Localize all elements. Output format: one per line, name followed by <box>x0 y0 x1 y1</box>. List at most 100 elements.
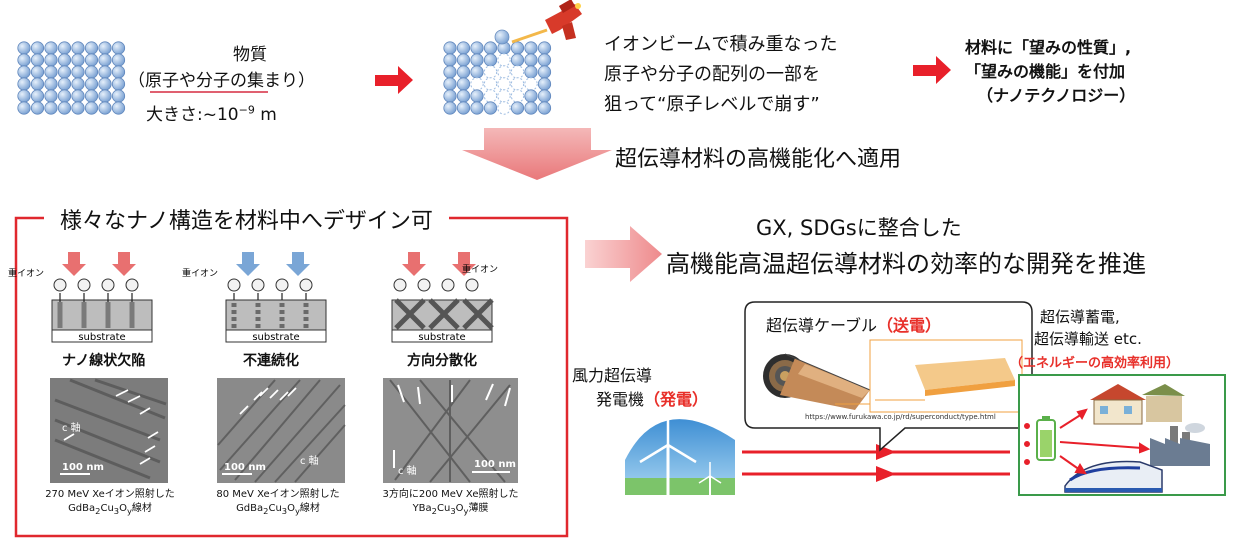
storage-line-2: 超伝導輸送 etc. <box>1034 330 1142 348</box>
atom-icon <box>84 65 99 79</box>
apply-caption: 超伝導材料の高機能化へ適用 <box>615 147 902 172</box>
atom-icon <box>470 101 484 115</box>
atom-icon <box>510 89 525 103</box>
atom-icon <box>510 65 525 79</box>
atom-icon <box>497 65 511 79</box>
ion-icon <box>101 278 115 292</box>
ion-beam-arrow-icon <box>286 252 310 276</box>
substrate-block <box>391 329 493 343</box>
atom-icon <box>98 101 112 115</box>
material-block <box>51 299 153 331</box>
matter-title: 物質 <box>233 45 267 65</box>
substrate-block <box>225 329 327 343</box>
ion-icon <box>227 278 241 292</box>
substrate-label: substrate <box>78 332 125 343</box>
material-block <box>225 299 327 331</box>
atom-icon <box>98 89 112 103</box>
heavy-ion-label: 重イオン <box>8 267 44 279</box>
scale-bar-label: 100 nm <box>62 462 104 473</box>
cable-title: 超伝導ケーブル（送電） <box>766 316 942 335</box>
matter-description: （原子や分子の集まり） <box>128 71 315 91</box>
atom-icon <box>84 101 99 115</box>
atom-icon <box>483 89 498 103</box>
atom-icon <box>537 41 552 55</box>
substrate-block <box>51 329 153 343</box>
atom-icon <box>510 101 525 115</box>
tem-caption: 80 MeV Xeイオン照射した GdBa2Cu3Oy線材 <box>216 489 340 516</box>
atom-icon <box>443 77 457 91</box>
atom-icon <box>456 101 471 115</box>
tem-caption: 3方向に200 MeV Xe照射した YBa2Cu3Oy薄膜 <box>382 489 519 516</box>
ion-beam-arrow-icon <box>452 252 476 276</box>
superconducting-cable-icon <box>763 339 1023 413</box>
atom-icon <box>44 41 58 55</box>
atom-icon <box>111 65 126 79</box>
atom-icon <box>98 53 112 67</box>
atom-icon <box>111 41 126 55</box>
atom-icon <box>510 53 525 67</box>
ion-icon <box>275 278 289 292</box>
substrate-label: substrate <box>418 332 465 343</box>
cable-source-url: https://www.furukawa.co.jp/rd/supercondu… <box>805 413 996 421</box>
substrate-label: substrate <box>252 332 299 343</box>
atom-icon <box>483 41 498 55</box>
atom-icon <box>470 77 484 91</box>
atom-icon <box>524 101 538 115</box>
atom-icon <box>111 77 126 91</box>
atom-icon <box>510 41 525 55</box>
atom-icon <box>84 89 99 103</box>
atom-icon <box>443 89 457 103</box>
atom-icon <box>57 53 72 67</box>
atom-icon <box>30 41 45 55</box>
atom-icon <box>497 101 511 115</box>
wind-label-1: 風力超伝導 <box>572 366 653 385</box>
atom-icon <box>470 41 484 55</box>
ion-beam-arrow-icon <box>112 252 136 276</box>
atom-icon <box>44 53 58 67</box>
atom-icon <box>98 65 112 79</box>
atom-icon <box>44 89 58 103</box>
atom-icon <box>44 65 58 79</box>
atom-icon <box>71 53 85 67</box>
heavy-ion-label: 重イオン <box>462 263 498 275</box>
atom-icon <box>84 41 99 55</box>
atom-icon <box>44 77 58 91</box>
atom-icon <box>30 101 45 115</box>
goal-line-1: GX, SDGsに整合した <box>756 216 962 240</box>
column-name: 不連続化 <box>243 353 299 369</box>
atom-icon <box>57 65 72 79</box>
atom-icon <box>456 77 471 91</box>
tem-image <box>217 378 346 483</box>
atom-icon <box>497 89 511 103</box>
atom-icon <box>111 101 126 115</box>
maglev-train-icon <box>1064 460 1163 493</box>
atom-icon <box>537 65 552 79</box>
column-name: ナノ線状欠陥 <box>62 353 146 369</box>
atom-icon <box>17 77 31 91</box>
right-arrow-large-icon <box>585 226 662 282</box>
atom-icon <box>17 41 31 55</box>
atom-icon <box>71 89 85 103</box>
atom-icon <box>17 53 31 67</box>
atom-icon <box>44 101 58 115</box>
c-axis-label: c 軸 <box>398 466 417 477</box>
atom-icon <box>470 65 484 79</box>
down-arrow-icon <box>462 128 612 180</box>
atom-icon <box>30 65 45 79</box>
power-line-arrow-icon <box>742 444 1010 460</box>
atom-icon <box>30 89 45 103</box>
goal-line-2: 高機能高温超伝導材料の効率的な開発を推進 <box>666 250 1146 278</box>
atom-icon <box>524 53 538 67</box>
ion-icon <box>393 278 407 292</box>
atom-icon <box>443 41 457 55</box>
ion-icon <box>251 278 265 292</box>
atom-icon <box>524 89 538 103</box>
atom-icon <box>57 77 72 91</box>
underline-decoration <box>150 91 268 93</box>
tem-image <box>383 378 518 483</box>
atom-icon <box>456 65 471 79</box>
atom-icon <box>84 77 99 91</box>
atom-icon <box>17 101 31 115</box>
factory-icon <box>1150 423 1210 466</box>
